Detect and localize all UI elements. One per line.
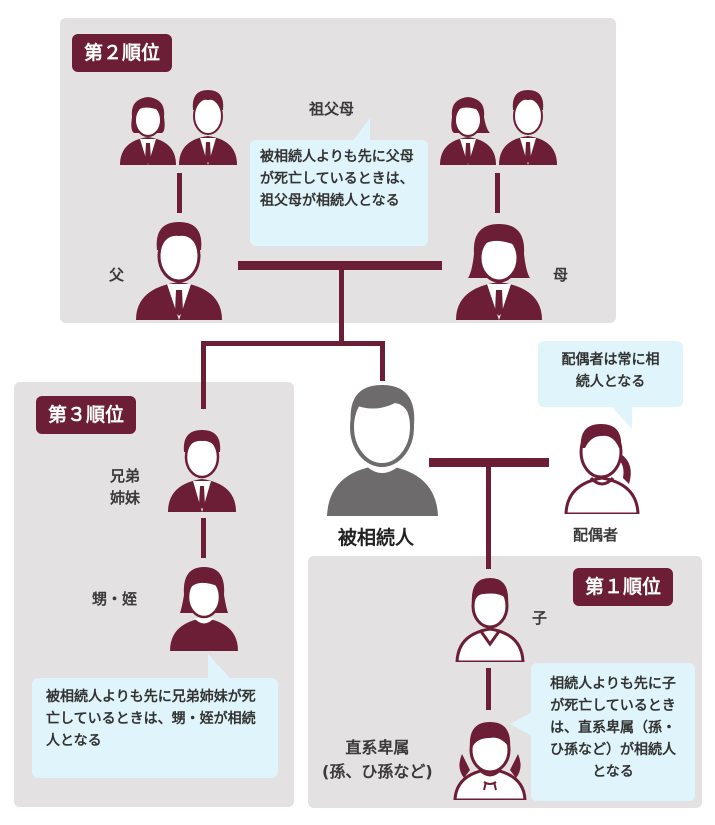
line-grandparents-father [177, 173, 182, 213]
second-rank-badge: 第２順位 [72, 34, 173, 72]
nephew-note-tail [208, 654, 230, 678]
spouse-label: 配偶者 [573, 526, 619, 544]
child-icon [455, 578, 525, 662]
child-label: 子 [532, 609, 548, 627]
grandfather-right-icon [499, 90, 557, 165]
line-parents-down [339, 268, 344, 342]
first-rank-badge: 第１順位 [573, 568, 674, 606]
line-siblings-nephew [201, 518, 206, 558]
line-marriage-down [486, 465, 491, 569]
father-icon [136, 222, 222, 320]
line-decedent-up [380, 341, 385, 381]
decedent-label: 被相続人 [338, 527, 415, 549]
line-parents [238, 261, 442, 270]
grandparents-note: 被相続人よりも先に父母が死亡しているときは、祖父母が相続人となる [250, 140, 428, 246]
line-marriage [429, 458, 549, 467]
spouse-note: 配偶者は常に相続人となる [538, 341, 683, 407]
line-grandparents-mother [495, 173, 500, 213]
line-children-horizontal [201, 341, 385, 346]
grandmother-right-icon [440, 97, 496, 165]
line-child-descendant [486, 668, 491, 710]
descendant-icon [453, 722, 527, 800]
nephew-niece-icon [170, 567, 238, 651]
descendant-note-tail [510, 712, 532, 736]
spouse-icon [564, 424, 640, 514]
line-siblings-down [201, 341, 206, 409]
grandfather-left-icon [179, 90, 237, 165]
siblings-icon [168, 430, 236, 512]
decedent-icon [327, 385, 438, 516]
descendants-label: 直系卑属 (孫、ひ孫など) [322, 738, 433, 781]
siblings-label: 兄弟 姉妹 [110, 467, 141, 507]
grandmother-left-icon [120, 97, 176, 165]
nephew-note: 被相続人よりも先に兄弟姉妹が死亡しているときは、甥・姪が相続人となる [32, 678, 278, 778]
spouse-note-tail [612, 407, 632, 429]
mother-icon [456, 224, 542, 320]
grandparents-note-tail [352, 118, 370, 142]
grandparents-label: 祖父母 [309, 100, 355, 118]
descendant-note: 相続人よりも先に子が死亡しているときは、直系卑属（孫・ひ孫など）が相続人となる [531, 663, 695, 801]
nephew-niece-label: 甥・姪 [92, 590, 138, 608]
father-label: 父 [109, 266, 125, 284]
third-rank-badge: 第３順位 [36, 396, 137, 434]
mother-label: 母 [553, 266, 569, 284]
